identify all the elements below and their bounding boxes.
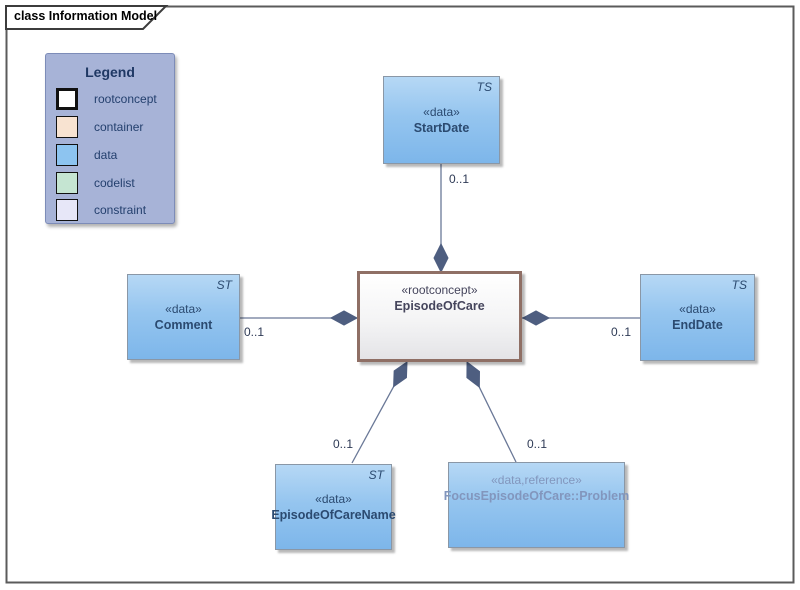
connector-episodeofcarename[interactable] xyxy=(351,359,413,464)
stereotype: «data,reference» xyxy=(491,473,582,487)
class-box-focusproblem[interactable]: «data,reference» FocusEpisodeOfCare::Pro… xyxy=(444,462,629,548)
class-box-comment[interactable]: ST «data» Comment xyxy=(127,274,240,360)
stereotype: «data» xyxy=(423,104,460,119)
multiplicity-episodeofcarename: 0..1 xyxy=(333,437,354,451)
legend-item-codelist: codelist xyxy=(56,171,135,195)
class-name: EndDate xyxy=(672,318,723,332)
legend-item-data: data xyxy=(56,143,117,167)
stereotype: «rootconcept» xyxy=(401,283,478,297)
legend-item-label: rootconcept xyxy=(94,92,157,106)
class-box-episodeofcare[interactable]: «rootconcept» EpisodeOfCare xyxy=(357,271,522,362)
multiplicity-enddate: 0..1 xyxy=(611,325,632,339)
codelist-swatch xyxy=(56,172,78,194)
multiplicity-comment: 0..1 xyxy=(244,325,265,339)
container-swatch xyxy=(56,116,78,138)
data-swatch xyxy=(56,144,78,166)
stereotype: «data» xyxy=(315,491,352,506)
legend-item-constraint: constraint xyxy=(56,198,146,222)
aggregation-diamond xyxy=(466,361,480,389)
stereotype: «data» xyxy=(165,301,202,316)
connector-enddate[interactable] xyxy=(521,310,640,326)
legend-item-rootconcept: rootconcept xyxy=(56,87,157,111)
aggregation-diamond xyxy=(329,310,359,326)
class-name: EpisodeOfCareName xyxy=(271,507,396,522)
multiplicity-startdate: 0..1 xyxy=(449,172,470,186)
class-box-episodeofcarename[interactable]: ST «data» EpisodeOfCareName xyxy=(271,464,396,550)
class-box-startdate[interactable]: TS «data» StartDate xyxy=(383,76,500,164)
class-name: Comment xyxy=(154,317,213,332)
diagram-frame-border xyxy=(5,5,795,584)
type-tag: ST xyxy=(216,278,232,292)
connector-comment[interactable] xyxy=(240,310,359,326)
aggregation-diamond xyxy=(393,361,408,388)
aggregation-diamond xyxy=(521,310,551,326)
connector-startdate[interactable] xyxy=(433,164,449,274)
rootconcept-swatch xyxy=(56,88,78,110)
legend-item-label: container xyxy=(94,120,144,134)
aggregation-diamond xyxy=(433,242,449,274)
class-box-enddate[interactable]: TS «data» EndDate xyxy=(640,274,755,361)
class-name: StartDate xyxy=(413,120,470,135)
connector-focusproblem[interactable] xyxy=(461,359,517,463)
multiplicity-focusproblem: 0..1 xyxy=(527,437,548,451)
legend-item-label: data xyxy=(94,148,118,162)
class-name: EpisodeOfCare xyxy=(394,299,485,313)
type-tag: TS xyxy=(476,80,492,94)
type-tag: TS xyxy=(731,278,747,292)
legend-item-label: codelist xyxy=(94,176,135,190)
constraint-swatch xyxy=(56,199,78,221)
frame-title: class Information Model xyxy=(14,9,158,23)
type-tag: ST xyxy=(368,468,384,482)
legend-box[interactable]: Legend rootconcept container data codeli… xyxy=(45,53,175,224)
legend-item-container: container xyxy=(56,115,143,139)
diagram-frame-tab xyxy=(5,5,169,30)
class-name: FocusEpisodeOfCare::Problem xyxy=(443,489,630,503)
legend-item-label: constraint xyxy=(94,203,147,217)
stereotype: «data» xyxy=(679,302,716,316)
legend-title: Legend xyxy=(85,64,135,80)
